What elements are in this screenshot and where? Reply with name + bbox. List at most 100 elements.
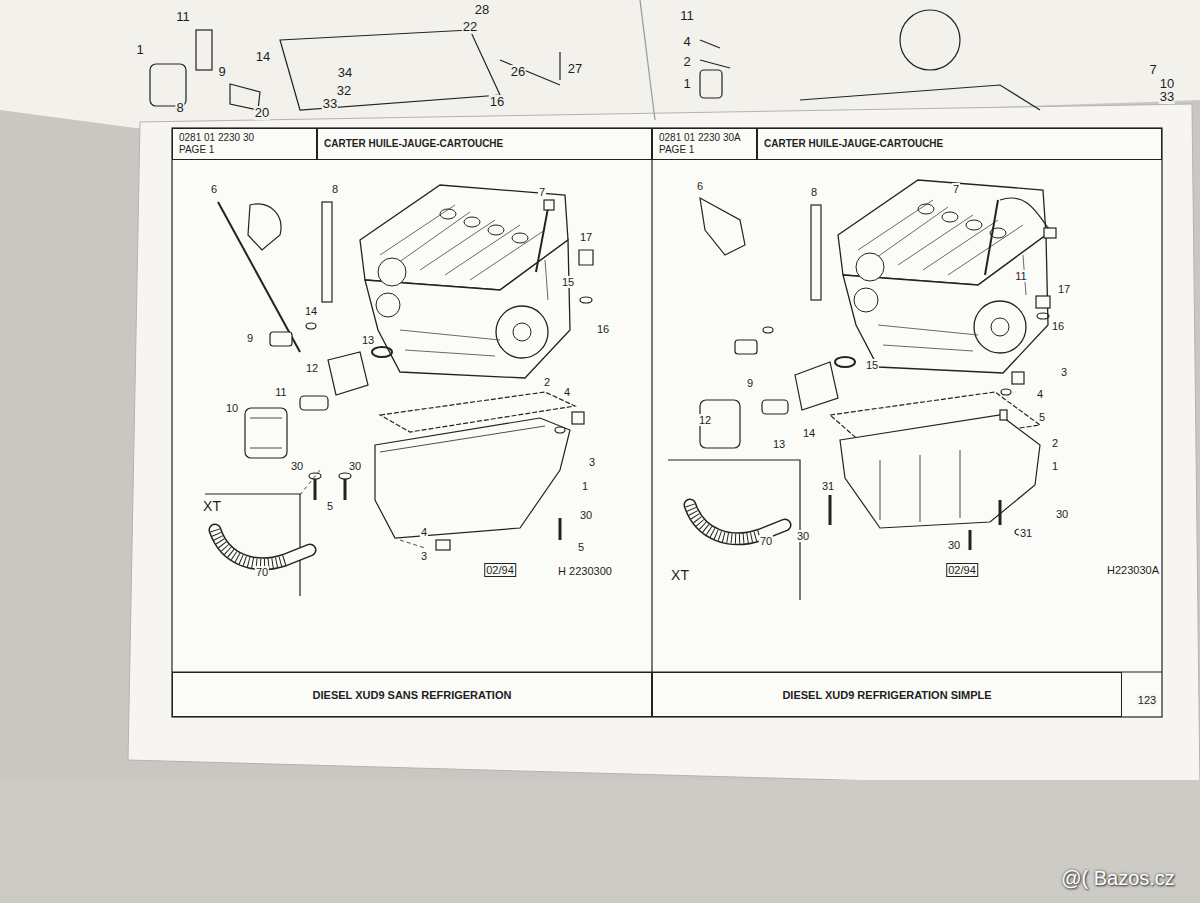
cell-text: CARTER HUILE-JAUGE-CARTOUCHE [764, 138, 1155, 150]
callout-number: 33 [322, 97, 338, 111]
cell-text: 0281 01 2230 30A [659, 132, 750, 144]
hose-left [215, 530, 310, 564]
callout-number: 16 [596, 323, 610, 335]
figure-reference: H 2230300 [557, 565, 613, 577]
callout-number: 12 [698, 414, 712, 426]
callout-number: 7 [1148, 63, 1157, 77]
callout-number: 7 [538, 186, 546, 198]
callout-number: 16 [489, 95, 505, 109]
callout-number: 70 [759, 535, 773, 547]
callout-number: 6 [210, 183, 218, 195]
callout-number: 31 [1019, 527, 1033, 539]
callout-number: 15 [561, 276, 575, 288]
callout-number: 6 [696, 180, 704, 192]
callout-number: 2 [543, 376, 551, 388]
right-parts [668, 198, 1056, 600]
callout-number: 11 [175, 10, 191, 24]
callout-number: 4 [1036, 388, 1044, 400]
cell-text: DIESEL XUD9 SANS REFRIGERATION [179, 689, 645, 701]
callout-number: 33 [1159, 90, 1175, 104]
callout-number: 9 [746, 377, 754, 389]
callout-number: 4 [682, 35, 691, 49]
callout-number: 7 [952, 183, 960, 195]
cell-text: CARTER HUILE-JAUGE-CARTOUCHE [324, 138, 645, 150]
callout-number: 4 [563, 386, 571, 398]
callout-number: 1 [581, 480, 589, 492]
callout-number: 15 [865, 359, 879, 371]
page-text: PAGE 1 [659, 144, 750, 156]
page-text: PAGE 1 [179, 144, 310, 156]
edition-date: 02/94 [484, 563, 516, 577]
callout-number: 17 [1057, 283, 1071, 295]
variant-tag: XT [670, 569, 690, 581]
lower-page [128, 104, 1200, 790]
catalog-frame [172, 128, 1162, 717]
engine-variant-cell: DIESEL XUD9 REFRIGERATION SIMPLE [652, 672, 1122, 717]
callout-number: 28 [474, 3, 490, 17]
callout-number: 12 [305, 362, 319, 374]
callout-number: 13 [772, 438, 786, 450]
page-number: 123 [1137, 694, 1157, 706]
callout-number: 9 [217, 65, 226, 79]
callout-number: 14 [255, 50, 271, 64]
callout-number: 13 [361, 334, 375, 346]
hose-right [690, 505, 785, 539]
callout-number: 4 [420, 526, 428, 538]
left-parts [205, 200, 593, 596]
upper-page-parts [150, 0, 1040, 120]
callout-number: 30 [290, 460, 304, 472]
callout-number: 3 [588, 456, 596, 468]
figure-reference: H223030A [1106, 564, 1160, 576]
callout-number: 30 [579, 509, 593, 521]
callout-number: 30 [947, 539, 961, 551]
callout-number: 1 [682, 77, 691, 91]
callout-number: 70 [255, 566, 269, 578]
callout-number: 8 [175, 101, 184, 115]
frame-rules [172, 128, 1162, 717]
callout-number: 8 [331, 183, 339, 195]
engine-left [360, 185, 570, 378]
callout-number: 1 [1051, 460, 1059, 472]
callout-number: 17 [579, 231, 593, 243]
callout-number: 10 [1159, 77, 1175, 91]
callout-number: 5 [1038, 411, 1046, 423]
edition-date: 02/94 [946, 563, 978, 577]
callout-number: 2 [1051, 437, 1059, 449]
section-title-cell: CARTER HUILE-JAUGE-CARTOUCHE [757, 128, 1162, 160]
callout-number: 5 [577, 541, 585, 553]
callout-number: 3 [1060, 366, 1068, 378]
catalog-code-cell: 0281 01 2230 30PAGE 1 [172, 128, 317, 160]
callout-number: 20 [254, 106, 270, 120]
section-title-cell: CARTER HUILE-JAUGE-CARTOUCHE [317, 128, 652, 160]
callout-number: 9 [246, 332, 254, 344]
callout-number: 26 [510, 65, 526, 79]
callout-number: 11 [274, 386, 287, 398]
variant-tag: XT [202, 500, 222, 512]
callout-number: 8 [810, 186, 818, 198]
callout-number: 34 [337, 66, 353, 80]
catalog-code-cell: 0281 01 2230 30APAGE 1 [652, 128, 757, 160]
callout-number: 5 [326, 500, 334, 512]
callout-number: 31 [821, 480, 835, 492]
callout-number: 2 [682, 55, 691, 69]
callout-number: 11 [1014, 270, 1027, 282]
callout-number: 32 [336, 84, 352, 98]
table-surface [0, 780, 1200, 903]
callout-number: 27 [567, 62, 583, 76]
engine-variant-cell: DIESEL XUD9 SANS REFRIGERATION [172, 672, 652, 717]
cell-text: DIESEL XUD9 REFRIGERATION SIMPLE [659, 689, 1115, 701]
callout-number: 16 [1051, 320, 1065, 332]
callout-number: 1 [135, 43, 144, 57]
callout-number: 10 [225, 402, 239, 414]
callout-number: 14 [802, 427, 816, 439]
cell-text: 0281 01 2230 30 [179, 132, 310, 144]
engine-right [838, 180, 1048, 373]
callout-number: 30 [796, 530, 810, 542]
callout-number: 11 [679, 9, 695, 23]
callout-number: 22 [462, 20, 478, 34]
callout-number: 30 [348, 460, 362, 472]
callout-number: 3 [420, 550, 428, 562]
watermark: @( Bazos.cz [1060, 867, 1176, 889]
callout-number: 14 [304, 305, 318, 317]
callout-number: 30 [1055, 508, 1069, 520]
